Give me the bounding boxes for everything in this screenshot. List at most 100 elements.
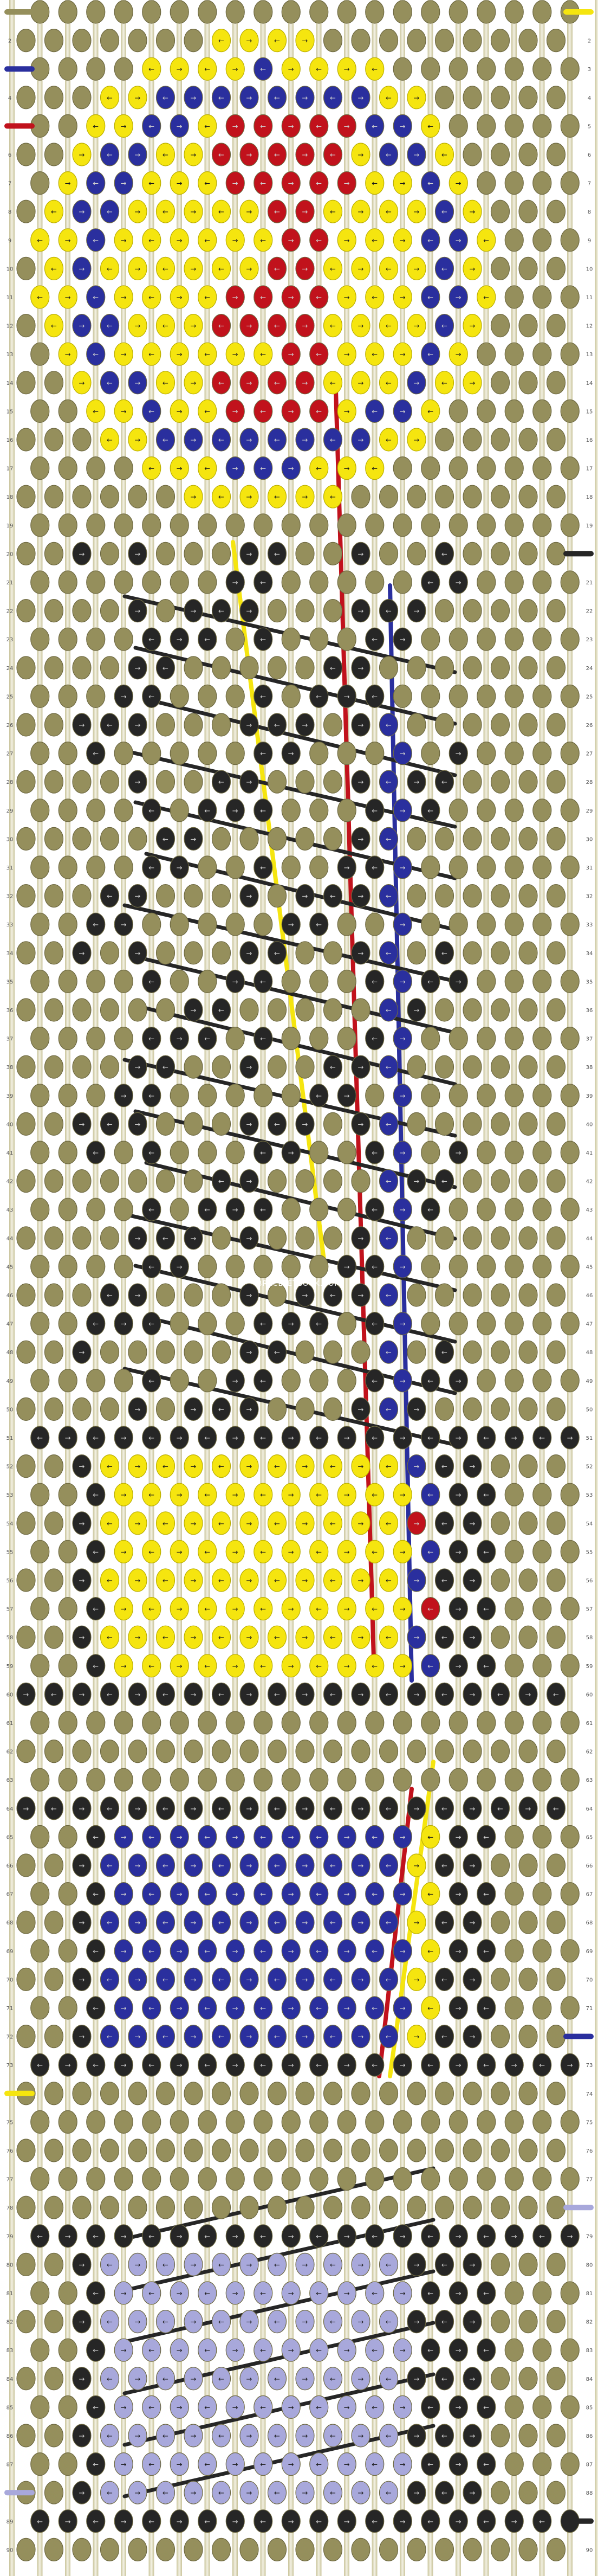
knot-background <box>155 2195 176 2219</box>
knot-background <box>267 2538 287 2561</box>
knot-yellow: ← <box>198 285 217 309</box>
knot-blue: → <box>114 1996 133 2020</box>
svg-text:←: ← <box>316 1434 322 1442</box>
knot-background <box>30 1312 50 1336</box>
knot-background <box>155 884 176 908</box>
svg-text:→: → <box>358 323 364 331</box>
knot-background <box>30 1197 50 1221</box>
knot-background <box>72 28 92 53</box>
knot-black: → <box>407 770 426 794</box>
row-number: 63 <box>586 1778 593 1783</box>
knot-background <box>170 1141 189 1164</box>
knot-blue: ← <box>198 1939 217 1963</box>
knot-yellow: → <box>393 1597 412 1621</box>
knot-background <box>44 2424 64 2448</box>
svg-text:→: → <box>288 465 294 473</box>
knot-background <box>323 941 343 965</box>
knot-background <box>463 941 482 965</box>
knot-background <box>44 1340 64 1364</box>
knot-red: → <box>225 285 245 309</box>
svg-text:→: → <box>470 208 476 216</box>
knot-lavender: → <box>337 2281 356 2305</box>
knot-background <box>504 399 524 423</box>
knot-background <box>518 713 538 737</box>
knot-yellow: → <box>184 1454 203 1478</box>
svg-text:→: → <box>79 1976 85 1984</box>
knot-black: → <box>337 684 356 709</box>
knot-background <box>504 855 524 879</box>
svg-text:→: → <box>246 436 252 445</box>
knot-background <box>16 199 36 223</box>
svg-text:←: ← <box>483 2233 489 2241</box>
knot-blue: ← <box>211 1967 231 1991</box>
knot-background <box>142 513 161 537</box>
knot-yellow: ← <box>142 285 161 309</box>
knot-background <box>295 2538 315 2561</box>
svg-text:→: → <box>400 1948 406 1956</box>
knot-background <box>170 0 189 24</box>
knot-background <box>170 2110 189 2134</box>
knot-lavender: ← <box>253 2338 273 2362</box>
knot-yellow: ← <box>379 371 399 395</box>
knot-background <box>532 684 552 709</box>
svg-text:→: → <box>288 2518 294 2526</box>
row-number: 17 <box>6 466 14 472</box>
knot-black: → <box>448 1939 468 1963</box>
knot-background <box>477 1369 496 1393</box>
knot-background <box>58 1254 77 1278</box>
knot-background <box>170 513 189 537</box>
svg-text:→: → <box>191 2375 197 2384</box>
knot-blue: ← <box>100 371 120 395</box>
knot-background <box>421 456 440 480</box>
knot-blue: → <box>72 313 92 338</box>
knot-background <box>225 2110 245 2134</box>
knot-black: → <box>351 1397 370 1421</box>
knot-background <box>170 570 189 594</box>
svg-text:→: → <box>135 1292 141 1300</box>
knot-background <box>44 1283 64 1307</box>
svg-text:→: → <box>400 1206 406 1214</box>
knot-blue: ← <box>379 1397 399 1421</box>
knot-black: → <box>448 2053 468 2077</box>
row-number: 15 <box>586 409 593 415</box>
row-number: 81 <box>6 2291 14 2297</box>
knot-lavender: ← <box>309 2452 329 2476</box>
knot-background <box>72 770 92 794</box>
knot-black: ← <box>421 2281 440 2305</box>
knot-yellow: → <box>170 228 189 252</box>
svg-text:←: ← <box>372 1948 378 1956</box>
knot-black: → <box>114 1084 133 1107</box>
knot-background <box>281 1711 301 1735</box>
knot-yellow: ← <box>86 114 106 138</box>
knot-background <box>309 1141 329 1164</box>
knot-background <box>295 827 315 851</box>
knot-background <box>434 2082 454 2105</box>
knot-background <box>239 2082 259 2105</box>
knot-background <box>309 1254 329 1278</box>
svg-text:←: ← <box>274 1577 280 1585</box>
knot-background <box>58 1197 77 1221</box>
knot-yellow: ← <box>309 1540 329 1563</box>
svg-text:←: ← <box>218 379 224 388</box>
knot-background <box>532 741 552 765</box>
knot-yellow: ← <box>323 1454 343 1478</box>
svg-text:←: ← <box>386 1976 392 1984</box>
svg-text:←: ← <box>274 1520 280 1528</box>
svg-text:←: ← <box>162 208 168 216</box>
knot-background <box>295 2139 315 2162</box>
knot-background <box>16 143 36 166</box>
svg-text:←: ← <box>427 1833 433 1841</box>
knot-blue: → <box>128 371 147 395</box>
svg-text:←: ← <box>372 1548 378 1556</box>
knot-background <box>44 28 64 53</box>
knot-background <box>225 0 245 24</box>
knot-yellow: → <box>407 86 426 110</box>
row-number: 88 <box>586 2490 593 2496</box>
knot-black: ← <box>253 627 273 651</box>
knot-yellow: ← <box>323 1511 343 1535</box>
knot-black: → <box>170 627 189 651</box>
knot-black: → <box>72 2025 92 2049</box>
knot-blue: ← <box>379 1910 399 1934</box>
svg-text:→: → <box>456 750 461 758</box>
svg-text:→: → <box>121 1548 127 1556</box>
